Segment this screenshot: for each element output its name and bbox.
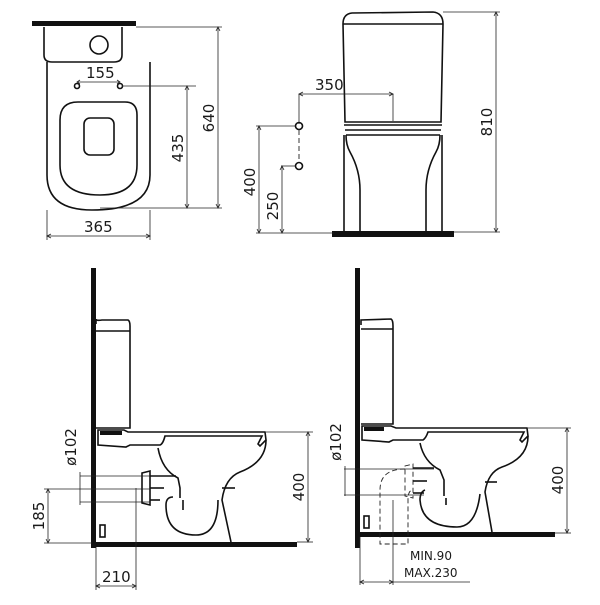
dim-365: 365 <box>84 218 113 236</box>
side-seat <box>97 429 267 448</box>
dim-diameter-102-2: ø102 <box>327 423 345 461</box>
side-bowl-inner-2 <box>419 442 445 496</box>
front-view-pedestal-left <box>345 134 361 232</box>
dim-400-front: 400 <box>241 168 259 197</box>
outlet-connector <box>141 469 151 507</box>
seat-fixing-hole-icon <box>73 82 81 90</box>
top-view-wall <box>32 21 136 26</box>
water-inlet-high-icon <box>294 121 304 131</box>
top-view-bowl <box>46 62 151 211</box>
side-bowl-inner <box>157 447 181 498</box>
side-trap-2 <box>419 489 481 528</box>
side-trap <box>165 496 219 536</box>
front-view: 810 350 400 250 <box>241 11 500 237</box>
side-floor <box>91 542 297 547</box>
dim-250: 250 <box>264 192 282 221</box>
side-cistern <box>95 318 131 429</box>
side-wall-2 <box>355 268 360 548</box>
top-view-seat-opening <box>83 117 115 156</box>
top-view: 155 365 435 640 <box>32 21 222 240</box>
dim-810: 810 <box>478 108 496 137</box>
top-view-seat <box>59 101 138 196</box>
dim-350: 350 <box>315 76 344 94</box>
dim-435: 435 <box>169 134 187 163</box>
dim-400-side-2: 400 <box>549 466 567 495</box>
side-view-floor-outlet: ø102 185 210 400 <box>30 268 313 590</box>
dim-210: 210 <box>102 568 131 586</box>
side-cistern-2 <box>360 318 394 425</box>
seat-fixing-hole-icon <box>116 82 124 90</box>
front-view-pedestal-right <box>425 134 441 232</box>
dim-155: 155 <box>86 64 115 82</box>
side-bowl-front-2 <box>484 435 529 533</box>
dim-400-side-1: 400 <box>290 473 308 502</box>
dim-185: 185 <box>30 502 48 531</box>
water-inlet-low-icon <box>294 161 304 171</box>
front-view-floor <box>332 231 454 237</box>
dim-max-230: MAX.230 <box>404 566 458 580</box>
wall-outlet-pipe <box>379 468 414 545</box>
side-floor-2 <box>355 532 555 537</box>
flush-button-icon <box>89 35 109 55</box>
dim-min-90: MIN.90 <box>410 549 452 563</box>
side-bowl-front <box>221 439 267 543</box>
dim-640: 640 <box>200 104 218 133</box>
top-view-cistern <box>43 27 123 63</box>
side-wall <box>91 268 96 548</box>
side-seat-2 <box>361 425 529 444</box>
dim-diameter-102: ø102 <box>62 428 80 466</box>
side-view-wall-outlet: ø102 MIN.90 MAX.230 400 <box>327 268 571 585</box>
